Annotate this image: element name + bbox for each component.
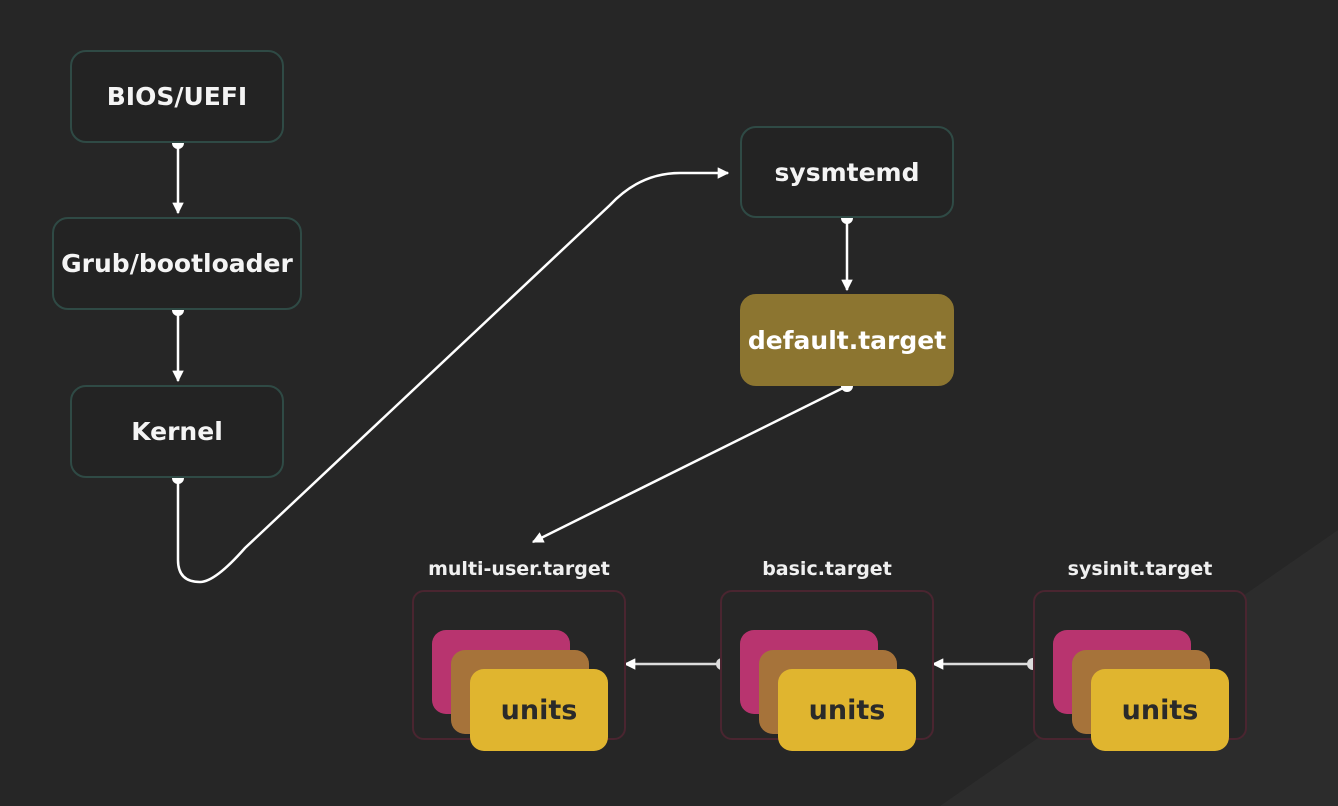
bios-uefi-node: BIOS/UEFI bbox=[70, 50, 284, 143]
basic-target-label: basic.target bbox=[762, 558, 892, 580]
arrow-grub-to-kernel bbox=[172, 304, 184, 383]
arrow-basic-to-multi-user bbox=[623, 658, 728, 670]
grub-bootloader-node: Grub/bootloader bbox=[52, 217, 302, 310]
arrow-default-to-multi-user bbox=[531, 380, 853, 544]
basic-target-group: units bbox=[720, 590, 934, 751]
units-card: units bbox=[470, 669, 608, 751]
units-card: units bbox=[778, 669, 916, 751]
arrow-bios-to-grub bbox=[172, 137, 184, 215]
units-card: units bbox=[1091, 669, 1229, 751]
sysinit-target-label: sysinit.target bbox=[1067, 558, 1213, 580]
multi-user-target-group: units bbox=[412, 590, 626, 751]
arrow-sysinit-to-basic bbox=[931, 658, 1039, 670]
sysinit-target-group: units bbox=[1033, 590, 1247, 751]
multi-user-target-label: multi-user.target bbox=[428, 558, 610, 580]
default-target-node: default.target bbox=[740, 294, 954, 386]
kernel-node: Kernel bbox=[70, 385, 284, 478]
systemd-node: sysmtemd bbox=[740, 126, 954, 218]
arrow-systemd-to-default-target bbox=[841, 212, 853, 292]
